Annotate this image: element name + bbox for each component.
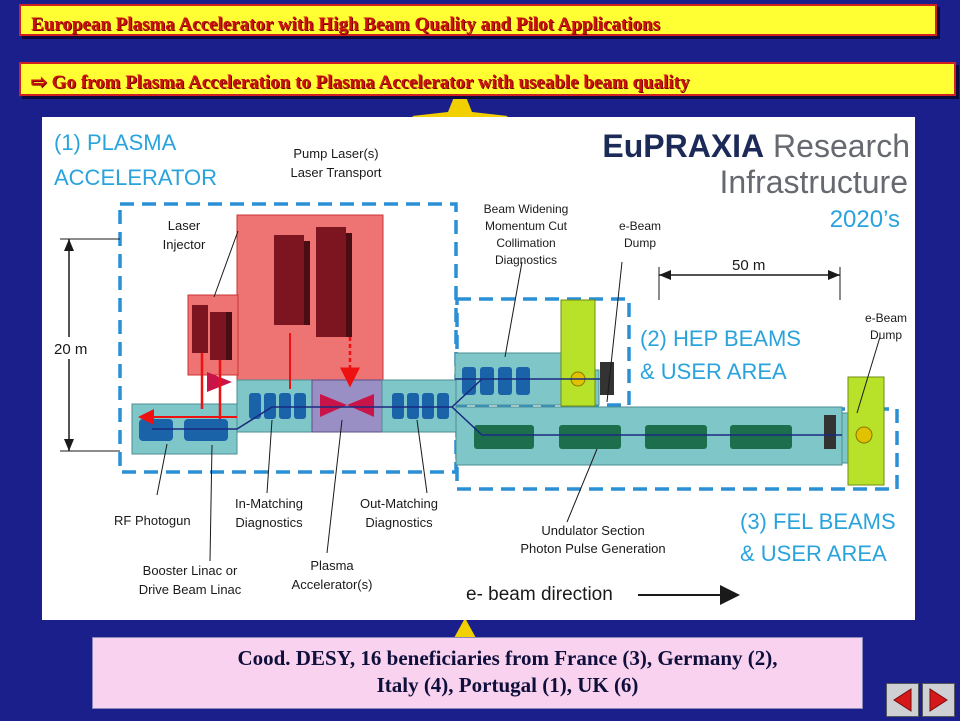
nav-next-icon <box>929 688 948 712</box>
nav-prev-button[interactable] <box>886 683 919 717</box>
nav-prev-icon <box>893 688 912 712</box>
heading-plasma-accelerator-2: ACCELERATOR <box>54 165 217 190</box>
label-beam-widening: Beam Widening <box>484 202 569 216</box>
caption-box: Cood. DESY, 16 beneficiaries from France… <box>92 637 863 709</box>
laser-injector-block-2 <box>210 312 226 360</box>
label-fel-user-area: & USER AREA <box>740 541 887 566</box>
title-2020s: 2020’s <box>830 206 900 233</box>
caption-line-1: Cood. DESY, 16 beneficiaries from France… <box>237 646 778 670</box>
slide-subtitle: ⇨ Go from Plasma Acceleration to Plasma … <box>19 62 956 96</box>
label-momentum-cut: Momentum Cut <box>485 219 568 233</box>
label-ebeam-dump-2b: Dump <box>870 328 902 342</box>
title-research: Research <box>764 128 910 164</box>
label-rf-photogun: RF Photogun <box>114 513 191 528</box>
nav-next-button[interactable] <box>922 683 955 717</box>
title-infrastructure: Infrastructure <box>719 164 908 200</box>
label-hep-user-area: & USER AREA <box>640 359 787 384</box>
label-ebeam-dump-1a: e-Beam <box>619 219 661 233</box>
label-undulator: Undulator Section <box>541 523 644 538</box>
electron-beam-line <box>152 406 842 436</box>
slide-title: European Plasma Accelerator with High Be… <box>19 4 937 36</box>
hep-dump-shield <box>560 299 596 407</box>
label-hep-beams: (2) HEP BEAMS <box>640 326 801 351</box>
label-collimation: Collimation <box>496 236 555 250</box>
title-eupraxia-research: EuPRAXIA Research <box>602 128 910 164</box>
label-out-matching-diag: Diagnostics <box>365 515 433 530</box>
label-in-matching-diag: Diagnostics <box>235 515 303 530</box>
pump-laser-block-2 <box>316 227 346 337</box>
label-ebeam-dump-2a: e-Beam <box>865 311 907 325</box>
label-plasma-accelerators: Accelerator(s) <box>292 577 373 592</box>
hep-dump-block <box>600 362 614 395</box>
label-20m: 20 m <box>54 341 87 358</box>
label-photon-pulse: Photon Pulse Generation <box>520 541 665 556</box>
eupraxia-diagram: (1) PLASMA ACCELERATOR EuPRAXIA Research… <box>42 117 915 620</box>
label-ebeam-dump-1b: Dump <box>624 236 656 250</box>
heading-plasma-accelerator: (1) PLASMA <box>54 130 177 155</box>
label-fel-beams: (3) FEL BEAMS <box>740 509 896 534</box>
pump-laser-block-1 <box>274 235 304 325</box>
label-diagnostics-hep: Diagnostics <box>495 253 557 267</box>
label-in-matching: In-Matching <box>235 496 303 511</box>
fel-dump-block <box>824 415 836 449</box>
caption-line-2: Italy (4), Portugal (1), UK (6) <box>376 673 639 697</box>
label-out-matching: Out-Matching <box>360 496 438 511</box>
laser-injector-block-1 <box>192 305 208 353</box>
label-drive-beam-linac: Drive Beam Linac <box>139 582 242 597</box>
label-laser-transport: Laser Transport <box>290 165 381 180</box>
label-beam-direction: e- beam direction <box>466 584 613 605</box>
label-booster-linac: Booster Linac or <box>143 563 238 578</box>
label-laser: Laser <box>168 218 201 233</box>
label-50m: 50 m <box>732 257 765 274</box>
label-pump-laser: Pump Laser(s) <box>293 146 378 161</box>
label-injector: Injector <box>163 237 206 252</box>
title-brand: EuPRAXIA <box>602 128 764 164</box>
label-plasma: Plasma <box>310 558 354 573</box>
plasma-cell <box>320 394 374 417</box>
